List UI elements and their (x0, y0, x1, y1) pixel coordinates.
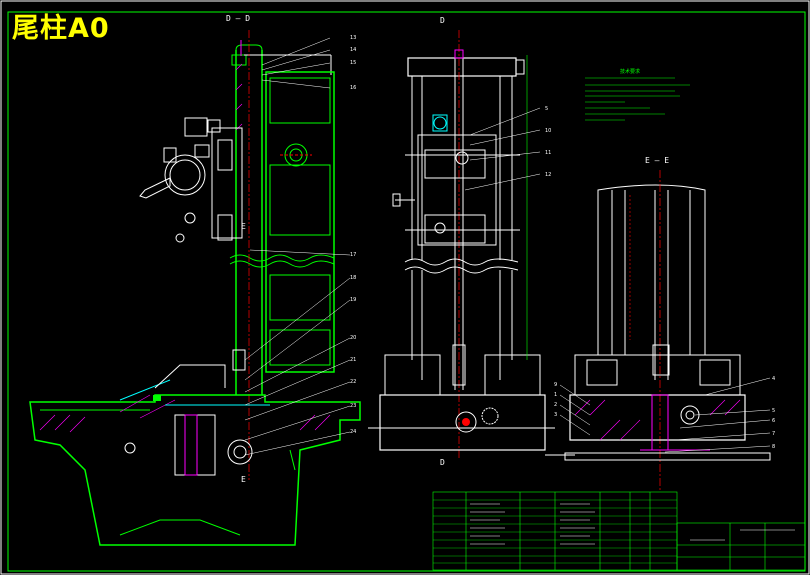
title-block-text (470, 503, 795, 545)
balloon-number: 14 (350, 47, 356, 53)
balloon-number: 16 (350, 85, 356, 91)
section-label-middle-bottom: D (440, 458, 445, 467)
balloon-number: 5 (772, 408, 775, 414)
balloon-number: 1 (554, 392, 557, 398)
left-view (29, 30, 361, 546)
balloon-number: 20 (350, 335, 356, 341)
notes-block (585, 77, 690, 121)
balloon-number: 24 (350, 429, 356, 435)
balloon-number: 6 (772, 418, 775, 424)
balloon-number: 9 (554, 382, 557, 388)
balloon-number: 3 (554, 412, 557, 418)
balloon-number: 10 (545, 128, 551, 134)
section-label-left: D — D (226, 14, 251, 23)
drawing-title: 尾柱A0 (12, 13, 110, 44)
balloon-number: 23 (350, 403, 356, 409)
balloon-number: 17 (350, 252, 356, 258)
section-label-left-e: E (241, 222, 246, 231)
balloon-number: 11 (545, 150, 551, 156)
right-view (545, 170, 771, 490)
title-block-rows (433, 499, 677, 564)
balloon-number: 5 (545, 106, 548, 112)
balloon-number: 2 (554, 402, 557, 408)
balloon-number: 12 (545, 172, 551, 178)
balloon-number: 19 (350, 297, 356, 303)
balloon-number: 8 (772, 444, 775, 450)
middle-view (368, 30, 555, 460)
balloon-number: 7 (772, 431, 775, 437)
section-label-right: E — E (645, 156, 670, 165)
title-block (432, 491, 806, 571)
notes-heading: 技术要求 (620, 69, 641, 75)
section-label-middle-top: D (440, 16, 445, 25)
balloon-number: 18 (350, 275, 356, 281)
balloon-number: 13 (350, 35, 356, 41)
balloon-number: 4 (772, 376, 775, 382)
balloon-number: 22 (350, 379, 356, 385)
inner-frame (7, 11, 806, 572)
section-label-right-e: E (241, 475, 246, 484)
balloon-number: 15 (350, 60, 356, 66)
balloon-number: 21 (350, 357, 356, 363)
